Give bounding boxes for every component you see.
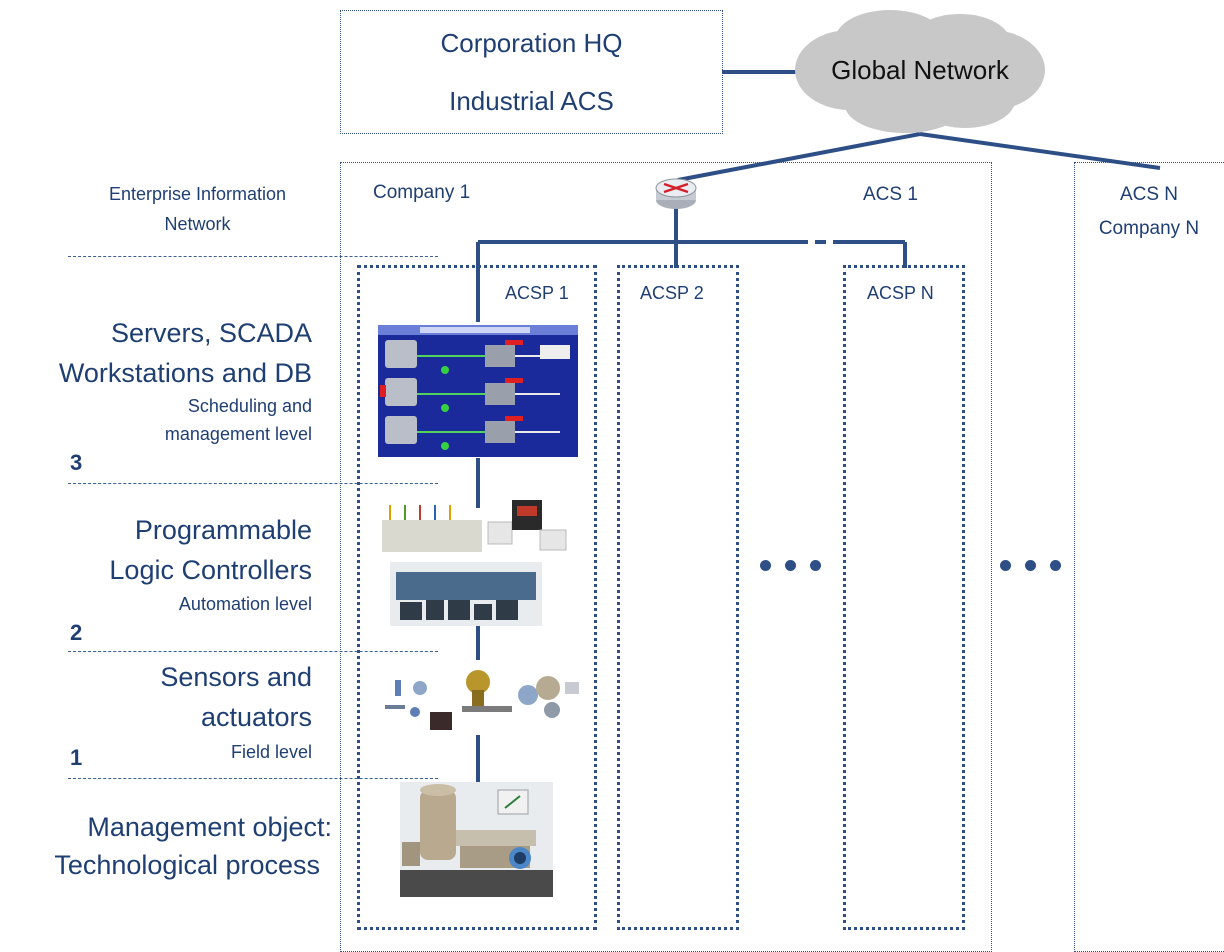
level-separator xyxy=(68,778,438,779)
plc-devices-image xyxy=(382,500,567,626)
acs1-label: ACS 1 xyxy=(863,184,918,205)
acsp2-box xyxy=(617,265,739,930)
servers-title-2: Workstations and DB xyxy=(58,358,312,388)
sensors-title-2: actuators xyxy=(200,702,312,732)
ellipsis-dot xyxy=(810,560,821,571)
level-separator xyxy=(68,651,438,652)
hq-subtitle: Industrial ACS xyxy=(449,86,614,116)
acsn-label: ACS N xyxy=(1119,184,1179,205)
ellipsis-dot xyxy=(1025,560,1036,571)
object-title-2: Technological process xyxy=(54,850,320,880)
company1-label: Company 1 xyxy=(373,182,471,203)
companyn-box xyxy=(1074,162,1224,952)
acspn-label: ACSP N xyxy=(867,283,934,303)
servers-title-1: Servers, SCADA xyxy=(110,318,312,348)
enterprise-network-label-1: Enterprise Information xyxy=(108,184,287,204)
hq-box xyxy=(340,10,723,134)
ellipsis-dot xyxy=(1000,560,1011,571)
acsp1-box xyxy=(357,265,597,930)
global-network-label: Global Network xyxy=(831,55,1009,85)
cloud-router-link xyxy=(677,132,921,182)
level-number-2: 2 xyxy=(70,620,83,645)
acsp2-label: ACSP 2 xyxy=(640,283,704,303)
hq-title: Corporation HQ xyxy=(440,28,623,58)
cloud-shape xyxy=(795,10,1045,133)
ellipsis-dot xyxy=(760,560,771,571)
companyn-label: Company N xyxy=(1098,218,1200,239)
acsp1-label: ACSP 1 xyxy=(505,283,569,303)
plc-title-2: Logic Controllers xyxy=(109,555,312,585)
technological-process-image xyxy=(400,782,553,897)
ellipsis-dot xyxy=(1050,560,1061,571)
level-separator xyxy=(68,256,438,257)
servers-sub-1: Scheduling and xyxy=(187,396,312,416)
level-number-3: 3 xyxy=(70,450,83,475)
sensors-sub: Field level xyxy=(230,742,312,762)
level-separator xyxy=(68,483,438,484)
level-number-1: 1 xyxy=(70,745,83,770)
scada-screen-image xyxy=(378,325,578,457)
sensors-actuators-image xyxy=(385,670,579,730)
ellipsis-dot xyxy=(785,560,796,571)
servers-sub-2: management level xyxy=(164,424,312,444)
plc-sub: Automation level xyxy=(178,594,312,614)
router-icon xyxy=(655,178,697,209)
sensors-title-1: Sensors and xyxy=(160,662,312,692)
enterprise-network-label-2: Network xyxy=(164,214,231,234)
acspn-box xyxy=(843,265,965,930)
plc-title-1: Programmable xyxy=(134,515,312,545)
object-title-1: Management object: xyxy=(87,812,332,842)
